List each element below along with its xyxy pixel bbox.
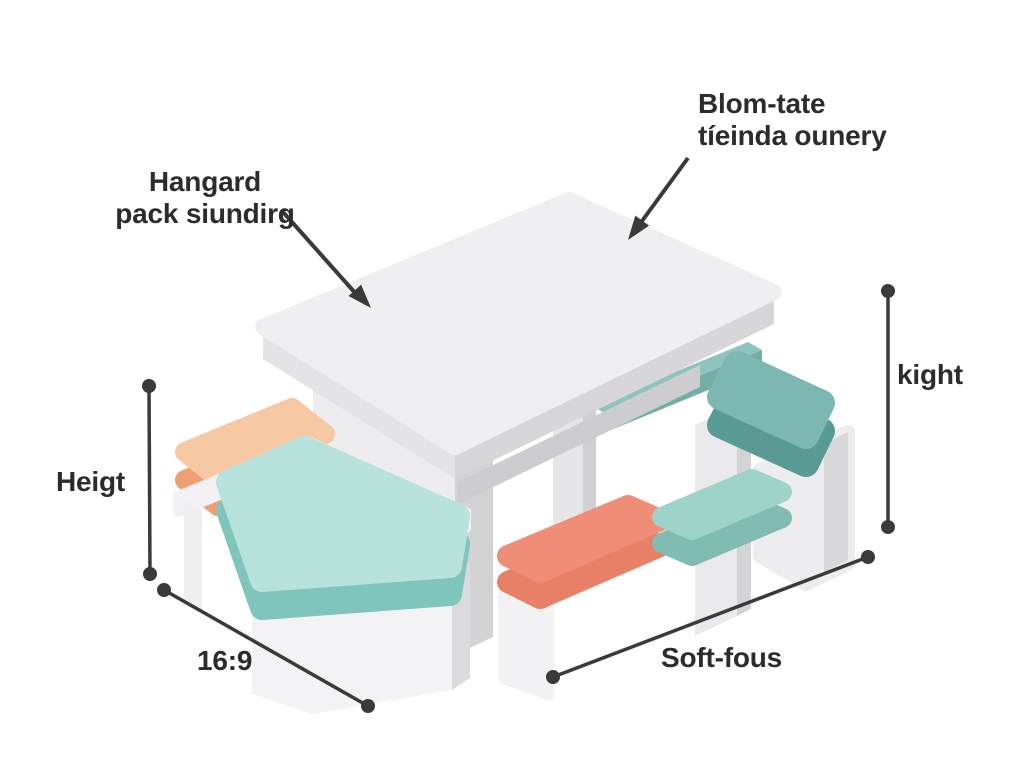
callout-label-left: Hangard pack siundirg: [75, 166, 335, 230]
dimension-lines: [142, 284, 895, 713]
callout-arrow-left: [281, 210, 359, 297]
seafoam-cushion: [652, 469, 792, 540]
dimension-label-height-right: kight: [897, 359, 963, 390]
dimension-dot: [881, 284, 895, 298]
dimension-dot: [881, 520, 895, 534]
table: [255, 192, 782, 655]
dimension-label-depth: 16:9: [197, 645, 253, 676]
teal-bench-pedestal-shade: [824, 432, 848, 572]
arrowhead-icon: [628, 215, 650, 240]
left-bench: [173, 398, 471, 714]
callout-label-left-line2: pack siundirg: [115, 198, 295, 229]
peach-cushion: [175, 398, 335, 488]
dimension-line-depth: [163, 588, 369, 708]
callout-label-right-line1: Blom-tate: [698, 88, 826, 119]
dimension-label-height-left: Heigt: [56, 466, 126, 497]
callout-arrows: [281, 156, 690, 308]
dimension-line-height-left: [147, 385, 152, 575]
dimension-dot: [143, 567, 157, 581]
table-apron: [458, 365, 700, 504]
dimension-line-width: [552, 555, 869, 679]
callout-label-right: Blom-tate tíeinda ounery: [698, 88, 887, 152]
dimension-dot: [361, 699, 375, 713]
tabletop: [255, 192, 782, 455]
callout-label-right-line2: tíeinda ounery: [698, 120, 887, 151]
callout-label-left-line1: Hangard: [148, 166, 262, 197]
dimension-label-width: Soft-fous: [661, 642, 783, 673]
callout-arrow-right: [632, 156, 690, 234]
right-bench: [497, 351, 855, 700]
dimension-dot: [157, 583, 171, 597]
arrowhead-icon: [348, 284, 371, 308]
dimension-dot: [142, 379, 156, 393]
mint-cushion: [216, 436, 470, 592]
left-bench-leg: [184, 500, 202, 610]
teal-cushion: [707, 351, 835, 449]
dimension-dot: [546, 670, 560, 684]
dimension-dot: [861, 550, 875, 564]
